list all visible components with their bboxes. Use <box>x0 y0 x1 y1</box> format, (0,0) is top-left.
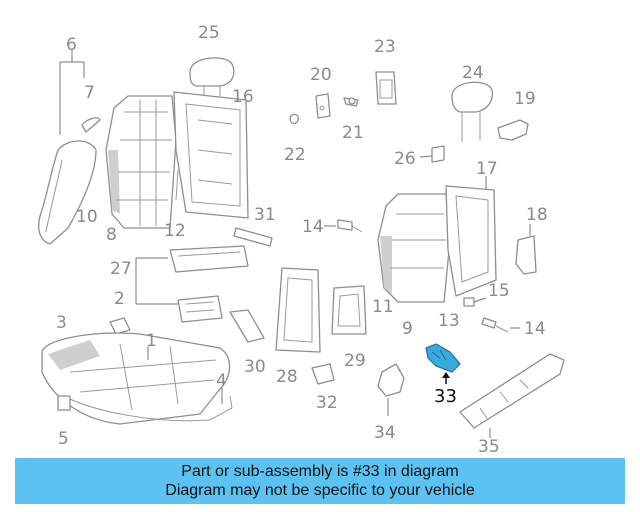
part-seat-cushion-1-3-4 <box>41 332 233 425</box>
part-side-trim-6-7 <box>38 50 101 245</box>
callout-7: 7 <box>84 83 95 103</box>
callout-6: 6 <box>66 35 77 55</box>
callout-15: 15 <box>488 281 510 301</box>
callout-32: 32 <box>316 393 338 413</box>
part-bolt-15 <box>463 297 487 307</box>
callout-26: 26 <box>394 149 416 169</box>
callout-28: 28 <box>276 367 298 387</box>
callout-35: 35 <box>478 437 500 456</box>
callout-11: 11 <box>372 297 394 317</box>
part-clip-2 <box>109 317 131 335</box>
part-headrest-24 <box>451 81 494 142</box>
callout-20: 20 <box>310 65 332 85</box>
callout-30: 30 <box>244 357 266 377</box>
part-small-hardware-top <box>289 71 397 125</box>
banner-line-part-reference: Part or sub-assembly is #33 in diagram <box>181 463 459 480</box>
part-frame-28 <box>275 267 321 353</box>
callout-33-highlighted: 33 <box>434 386 457 407</box>
part-trim-35 <box>459 353 565 438</box>
part-bolt-14-lower <box>481 317 520 333</box>
callout-29: 29 <box>344 351 366 371</box>
part-bracket-32 <box>311 363 335 385</box>
callout-19: 19 <box>514 89 536 109</box>
callout-10: 10 <box>76 207 98 227</box>
callout-14-upper: 14 <box>302 217 324 237</box>
part-headrest-25 <box>189 57 235 96</box>
callout-24: 24 <box>462 63 484 83</box>
callout-8: 8 <box>106 225 117 245</box>
banner-line-disclaimer: Diagram may not be specific to your vehi… <box>165 482 475 499</box>
callout-12: 12 <box>164 221 186 241</box>
callout-18: 18 <box>526 205 548 225</box>
info-banner: Part or sub-assembly is #33 in diagram D… <box>15 458 625 504</box>
callout-34: 34 <box>374 423 396 443</box>
callout-1: 1 <box>146 331 157 351</box>
callout-4: 4 <box>216 371 227 391</box>
seat-parts-diagram: 25 6 7 16 23 20 24 19 21 22 26 17 14 31 … <box>38 23 565 456</box>
part-seatback-frame-12-16 <box>173 91 249 219</box>
callout-14-lower: 14 <box>524 319 546 339</box>
callout-13: 13 <box>438 311 460 331</box>
callout-23: 23 <box>374 37 396 57</box>
callout-25: 25 <box>198 23 220 43</box>
callout-3: 3 <box>56 313 67 333</box>
callout-labels: 25 6 7 16 23 20 24 19 21 22 26 17 14 31 … <box>56 23 548 456</box>
callout-27: 27 <box>110 259 132 279</box>
callout-17: 17 <box>476 159 498 179</box>
callout-2: 2 <box>114 289 125 309</box>
part-bracket-18 <box>515 224 537 275</box>
part-trim-33-highlighted <box>425 343 461 384</box>
callout-31: 31 <box>254 205 276 225</box>
part-seatback-right-9-11-13-17 <box>377 176 497 303</box>
part-clip-19-guide-26 <box>419 119 529 163</box>
callout-16: 16 <box>232 87 254 107</box>
callout-9: 9 <box>402 319 413 339</box>
part-strip-31 <box>233 227 273 247</box>
part-bracket-34 <box>377 363 405 416</box>
part-bolt-14-upper <box>324 219 363 233</box>
part-panel-27 <box>135 245 249 323</box>
part-seatback-8-10 <box>105 95 177 229</box>
part-block-5 <box>57 395 71 411</box>
callout-5: 5 <box>58 429 69 449</box>
callout-22: 22 <box>284 145 306 165</box>
callout-21: 21 <box>342 123 364 143</box>
part-strip-30 <box>229 309 265 343</box>
part-frame-29 <box>331 285 367 335</box>
